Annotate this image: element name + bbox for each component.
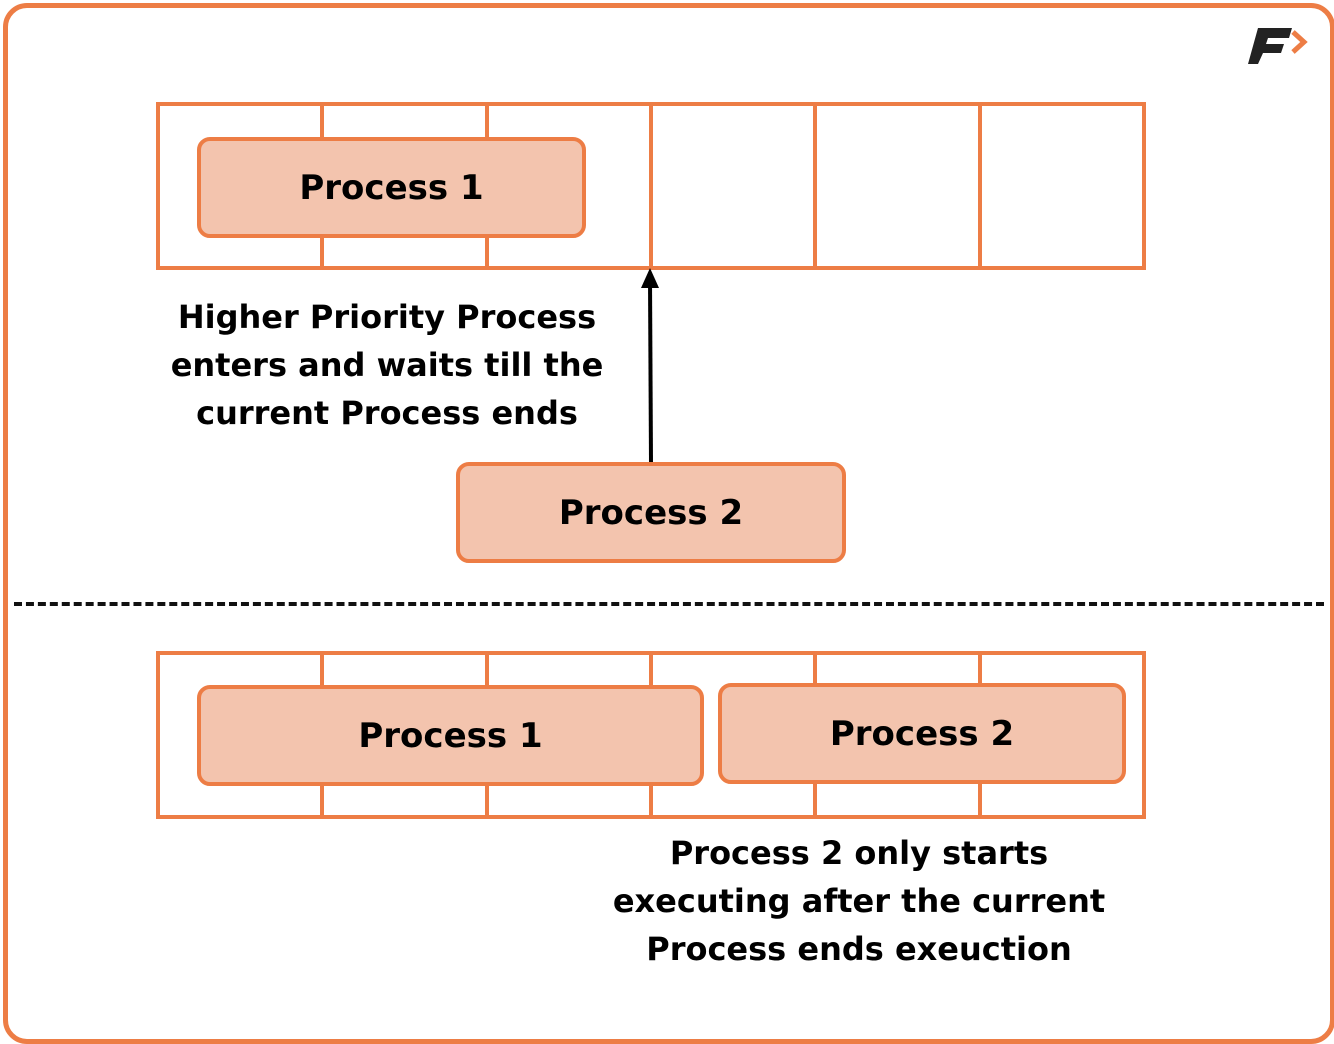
- caption-bottom: Process 2 only starts executing after th…: [600, 829, 1118, 973]
- process-2-block-top: Process 2: [456, 462, 846, 563]
- caption-top-line: Higher Priority Process: [177, 298, 597, 336]
- caption-top-line: current Process ends: [196, 394, 578, 432]
- caption-top-line: enters and waits till the: [170, 346, 604, 384]
- process-1-block-top: Process 1: [197, 137, 586, 238]
- process-2-block-bottom: Process 2: [718, 683, 1126, 784]
- brand-logo-icon: [1248, 28, 1308, 64]
- up-arrow-icon: [641, 268, 659, 464]
- caption-bottom-line: Process ends exeuction: [646, 930, 1072, 968]
- caption-bottom-line: executing after the current: [612, 882, 1106, 920]
- process-1-block-bottom: Process 1: [197, 685, 704, 786]
- queue-slot: [489, 106, 653, 266]
- caption-bottom-line: Process 2 only starts: [669, 834, 1049, 872]
- queue-slot: [653, 106, 818, 266]
- diagram-frame: [3, 3, 1334, 1044]
- caption-top: Higher Priority Process enters and waits…: [160, 293, 614, 437]
- section-divider: [14, 602, 1324, 606]
- queue-slot: [817, 106, 982, 266]
- queue-slot: [982, 106, 1142, 266]
